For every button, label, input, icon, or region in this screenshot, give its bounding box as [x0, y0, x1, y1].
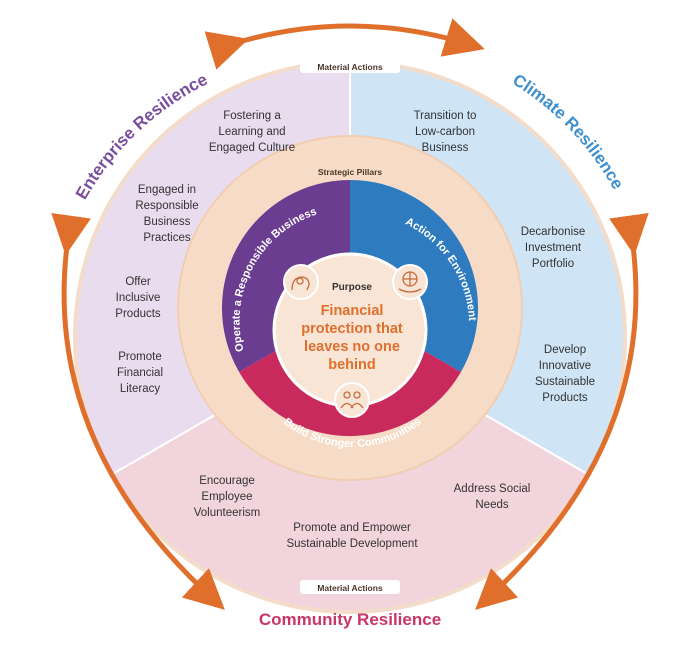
action-enterprise-1-line-3: Engaged Culture	[209, 142, 295, 154]
purpose-line-3: leaves no one	[304, 339, 400, 355]
community-resilience-title: Community Resilience	[259, 610, 441, 629]
material-actions-top: Material Actions	[317, 62, 383, 72]
action-enterprise-4-line-2: Financial	[117, 367, 163, 379]
action-climate-2-line-2: Investment	[525, 242, 582, 254]
action-community-2-line-2: Sustainable Development	[286, 538, 418, 550]
action-enterprise-2-line-3: Business	[144, 216, 191, 228]
action-climate-3-line-4: Products	[542, 392, 588, 404]
action-enterprise-3-line-2: Inclusive	[116, 292, 161, 304]
people-icon	[334, 382, 370, 418]
action-climate-3-line-2: Innovative	[539, 360, 591, 372]
action-community-2-line-1: Promote and Empower	[293, 522, 411, 534]
action-climate-1-line-3: Business	[422, 142, 469, 154]
strategic-pillars-label: Strategic Pillars	[318, 167, 383, 177]
action-climate-2-line-3: Portfolio	[532, 258, 574, 270]
action-community-1-line-2: Employee	[201, 491, 252, 503]
material-actions-bottom-tab	[300, 580, 400, 594]
arrow-right-icon	[475, 212, 649, 610]
arrow-left-icon	[51, 212, 225, 610]
action-climate-1-line-2: Low-carbon	[415, 126, 475, 138]
material-actions-bottom: Material Actions	[317, 583, 383, 593]
action-community-3-line-1: Address Social	[454, 483, 531, 495]
action-enterprise-3-line-1: Offer	[125, 276, 151, 288]
action-climate-2-line-1: Decarbonise	[521, 226, 586, 238]
action-enterprise-1-line-1: Fostering a	[223, 110, 281, 122]
action-enterprise-2-line-4: Practices	[143, 232, 191, 244]
action-enterprise-4-line-3: Literacy	[120, 383, 161, 395]
action-community-1-line-3: Volunteerism	[194, 507, 260, 519]
globe-hand-icon	[392, 264, 428, 300]
arrow-top-icon	[204, 18, 485, 70]
cycle-arrows	[51, 18, 649, 610]
action-enterprise-3-line-3: Products	[115, 308, 161, 320]
purpose-line-4: behind	[328, 357, 376, 373]
purpose-title: Purpose	[332, 282, 372, 293]
action-enterprise-2-line-1: Engaged in	[138, 184, 196, 196]
action-enterprise-4-line-1: Promote	[118, 351, 161, 363]
action-enterprise-2-line-2: Responsible	[135, 200, 198, 212]
action-climate-3-line-1: Develop	[544, 344, 586, 356]
purpose-line-2: protection that	[301, 321, 403, 337]
purpose-line-1: Financial	[321, 303, 384, 319]
business-gear-icon	[283, 264, 319, 300]
action-climate-3-line-3: Sustainable	[535, 376, 595, 388]
action-climate-1-line-1: Transition to	[414, 110, 477, 122]
action-enterprise-1-line-2: Learning and	[218, 126, 285, 138]
action-community-3-line-2: Needs	[475, 499, 508, 511]
action-community-1-line-1: Encourage	[199, 475, 255, 487]
